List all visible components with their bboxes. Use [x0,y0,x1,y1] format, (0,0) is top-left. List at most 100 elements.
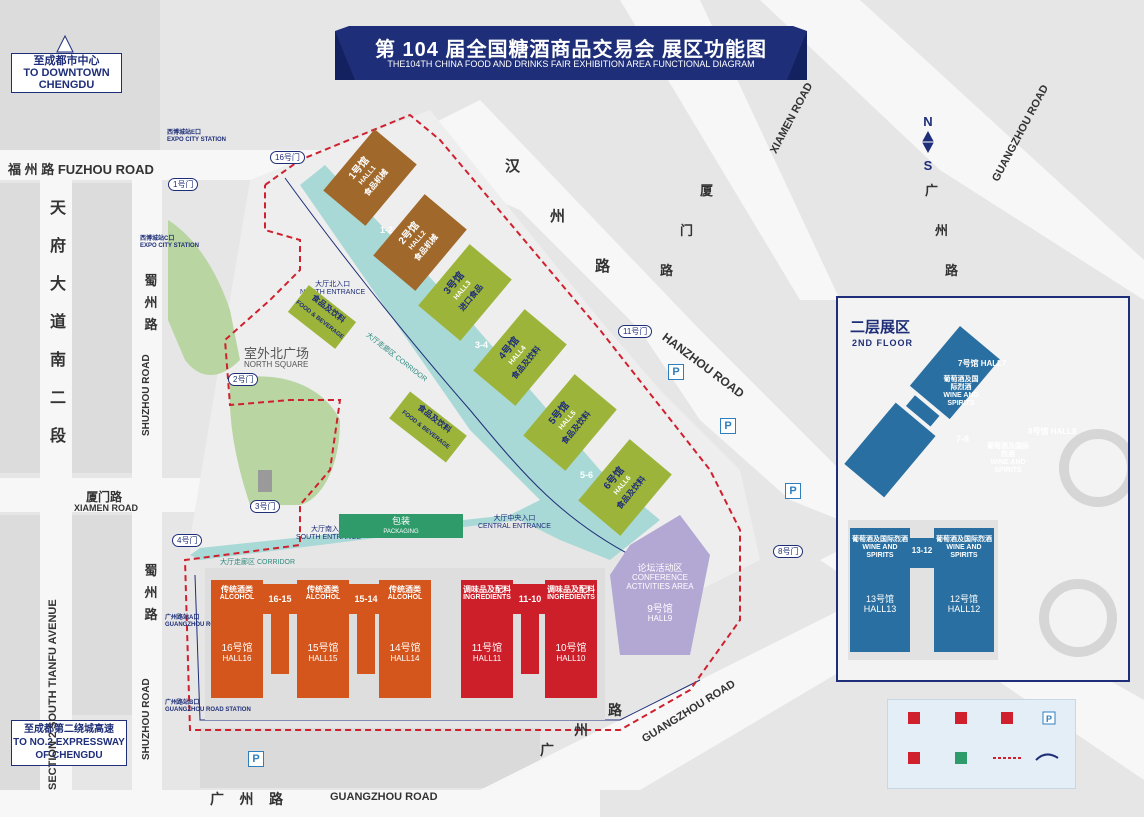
road-char: 路 [945,263,959,278]
svg-text:P: P [1046,714,1052,724]
road-char: 大 [49,276,66,293]
road-label-guangzhou-bottom: 广 州 路 [210,791,284,807]
hall-category: 调味品及配料 [547,585,595,594]
road-label-guangzhou-se-cn: 广州路 [540,702,630,800]
park-west [168,220,240,375]
conference-label: 论坛活动区 CONFERENCE ACTIVITIES AREA 9号馆 HAL… [626,563,694,624]
hall-name: 11号馆 [471,643,503,654]
packaging-zone: 包装 PACKAGING [339,514,463,538]
map-title-banner: 第 104 届全国糖酒商品交易会 展区功能图 THE104TH CHINA FO… [335,26,807,80]
road-char: 州 [935,223,949,238]
hall-name: 14号馆 [389,643,421,654]
park-south [229,376,340,505]
road-label-shuzhou-en: SHUZHOU ROAD [141,354,152,436]
road-label-fuzhou: 福 州 路 FUZHOU ROAD [8,162,154,177]
corridor-label-south: 大厅走廊区 CORRIDOR [220,559,296,566]
road-char: 二 [49,390,66,407]
title-en: THE104TH CHINA FOOD AND DRINKS FAIR EXHI… [387,59,755,69]
gate-label: 16号门 [270,151,305,164]
hall-link: 15-14 [349,584,383,614]
hall-link: 11-10 [513,584,547,614]
hall-link-body [357,614,375,674]
road-char: 道 [49,314,66,331]
gate-label: 1号门 [168,178,199,191]
link-7-8: 7-8 [956,434,970,444]
road-label-xiamen-diag-cn: 厦门路 [660,180,780,280]
road-label-xiamen-en: XIAMEN ROAD [74,503,139,513]
hall-category-en: ALCOHOL [387,594,423,601]
hall-category: 传统酒类 [307,585,339,594]
road-char: 州 [574,722,588,738]
hall-link: 5-6 [580,470,594,480]
conference-hall-9 [610,515,710,655]
road-char: 州 [144,585,158,600]
hall8-label: 8号馆 HALL8 [1028,427,1077,436]
hall-link: 3-4 [475,340,489,350]
legend: P [887,699,1076,789]
road-char: 门 [680,223,694,238]
road-label-tianfu-en: SECTION 2 SOUTH TIANFU AVENUE [47,599,59,790]
road-label-shuzhou-cn-b: 蜀州路 [143,560,159,626]
second-floor-title-en: 2ND FLOOR [852,338,914,348]
corridor [190,165,660,560]
hall-link: 16-15 [263,584,297,614]
hall-category-en: INGREDIENTS [547,594,595,601]
road-label-tianfu-cn: 天府大道南二段 [48,190,68,456]
gate-label: 11号门 [618,325,653,338]
hall-category: 传统酒类 [389,585,421,594]
second-floor-title: 二层展区 [850,319,911,336]
road-char: 州 [144,295,158,310]
gate-label: 2号门 [228,373,259,386]
to-expressway-box: 至成都第二绕城高速 TO NO.2 EXPRESSWAY OF CHENGDU [11,720,127,766]
road-char: 南 [49,352,66,369]
hall-link-body [271,614,289,674]
hall-name: 15号馆 [307,643,339,654]
parking-icon: P [668,364,684,380]
legend-icons: P [908,711,1059,764]
hall-category-en: INGREDIENTS [463,594,511,601]
second-floor-map [844,326,1128,660]
link-13-12: 13-12 [911,546,933,555]
road-char: 蜀 [144,273,158,288]
gate-label: 3号门 [250,500,281,513]
road-char: 路 [144,317,158,332]
road-label-shuzhou-en-b: SHUZHOU ROAD [141,678,152,760]
road-label-guangzhou-diag-cn: 广州路 [925,180,1005,290]
road-char: 路 [144,607,158,622]
hall-name: 10号馆 [555,643,587,654]
parking-icon: P [785,483,801,499]
road-char: 段 [49,428,66,445]
title-cn: 第 104 届全国糖酒商品交易会 展区功能图 [374,39,768,61]
road-label-xiamen: 厦门路 [86,490,123,504]
road-char: 天 [49,200,66,217]
gate-label: 8号门 [773,545,804,558]
road-char: 州 [550,208,566,225]
north-arrow-icon [56,34,74,53]
hall-category: 传统酒类 [221,585,253,594]
hall-name-en: HALL16 [222,654,252,663]
hall-link-body [521,614,539,674]
hall-name-en: HALL14 [390,654,420,663]
road-label-han-cn: 汉州路 [505,155,625,275]
north-square-label-en: NORTH SQUARE [244,360,309,369]
compass: N S [918,114,938,173]
road-char: 路 [595,258,611,275]
hall-name: 16号馆 [221,643,253,654]
road-char: 汉 [505,158,521,175]
road-char: 广 [925,183,939,198]
